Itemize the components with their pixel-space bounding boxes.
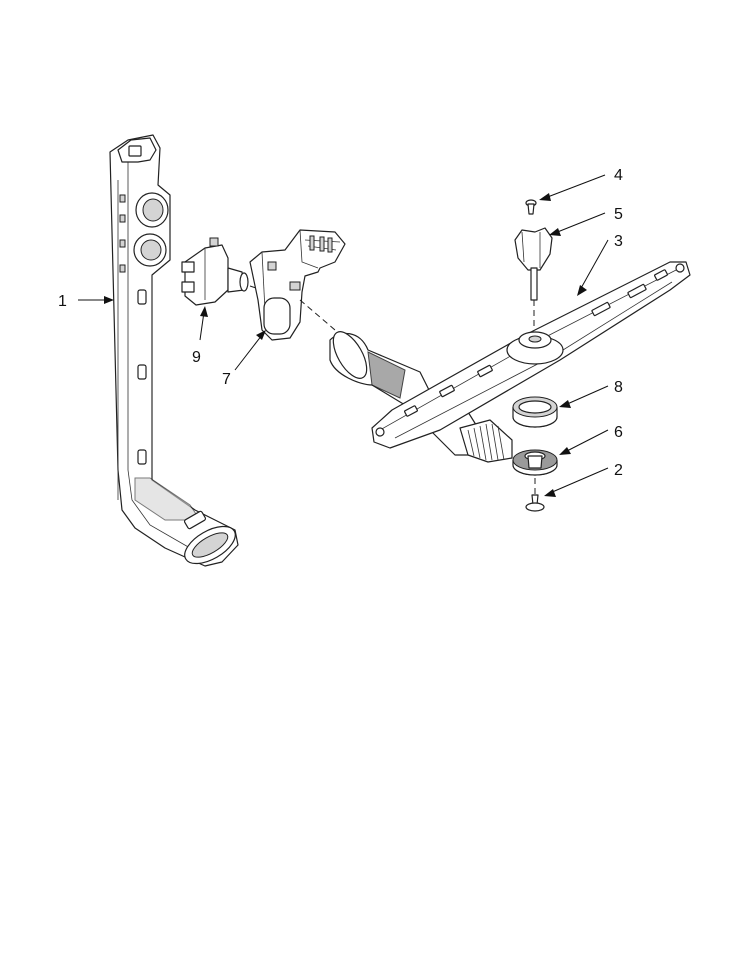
callout-labels: 1 2 3 4 5 6 7 8 9 [58, 167, 623, 479]
callout-1: 1 [58, 293, 67, 310]
valve-fitting-part [181, 237, 249, 306]
spray-tube-part [109, 134, 239, 567]
callout-4: 4 [614, 167, 623, 184]
spray-arm-part [371, 261, 691, 449]
bottom-screw-part [525, 494, 545, 512]
screw-part [525, 199, 537, 215]
callout-6: 6 [614, 424, 623, 441]
ring-part [512, 396, 558, 428]
callout-5: 5 [614, 206, 623, 223]
callout-3: 3 [614, 233, 623, 250]
callout-2: 2 [614, 462, 623, 479]
callout-9: 9 [192, 349, 201, 366]
hub-nut-part [512, 449, 558, 476]
bracket-part [249, 229, 346, 341]
callout-leaders [78, 174, 609, 497]
callout-7: 7 [222, 371, 231, 388]
callout-8: 8 [614, 379, 623, 396]
clip-part [514, 227, 553, 301]
